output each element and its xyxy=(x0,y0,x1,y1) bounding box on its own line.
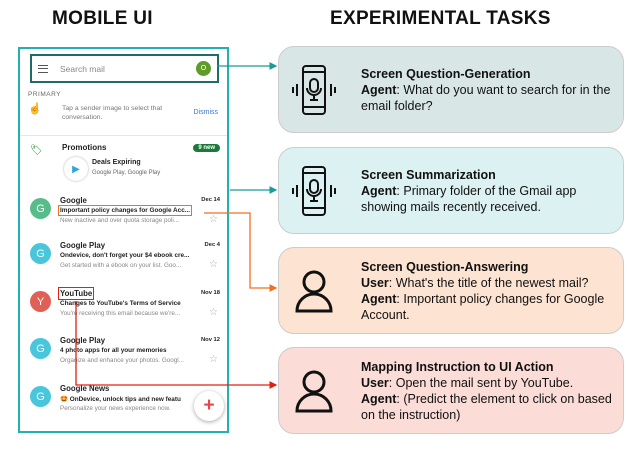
role-label: User xyxy=(361,375,389,390)
star-icon[interactable]: ☆ xyxy=(209,214,218,225)
mail-subject: 4 photo apps for all your memories xyxy=(60,347,167,354)
role-label: Agent xyxy=(361,291,397,306)
mail-snippet: You're receiving this email because we'r… xyxy=(60,310,181,317)
arrow-youtube-to-action xyxy=(75,301,278,389)
sender-avatar[interactable]: G xyxy=(30,338,51,359)
task-title: Screen Question-Generation xyxy=(361,66,531,81)
search-bar[interactable]: Search mail O xyxy=(30,54,219,83)
mail-row[interactable]: Y YouTube Nov 18 Changes to YouTube's Te… xyxy=(28,287,220,329)
task-text: : What's the title of the newest mail? xyxy=(388,275,589,290)
experimental-tasks-heading: EXPERIMENTAL TASKS xyxy=(330,8,551,29)
promotions-row[interactable]: 🏷︎ Promotions 9 new ▶ Deals Expiring Goo… xyxy=(28,143,220,187)
arrow-subject-to-qa xyxy=(204,212,278,292)
phone-mic-icon xyxy=(279,64,349,116)
phone-screen: Search mail O PRIMARY ☝ Tap a sender ima… xyxy=(18,47,229,433)
role-label: User xyxy=(361,275,389,290)
sender-name: Google News xyxy=(60,384,110,393)
role-label: Agent xyxy=(361,183,397,198)
task-title: Screen Question-Answering xyxy=(361,259,529,274)
star-icon[interactable]: ☆ xyxy=(209,307,218,318)
search-input[interactable]: Search mail xyxy=(60,63,105,74)
mail-row[interactable]: G Google Play Nov 12 4 photo apps for al… xyxy=(28,336,220,376)
deal-title: Deals Expiring xyxy=(92,159,141,166)
sender-avatar[interactable]: G xyxy=(30,243,51,264)
tip-banner: ☝ Tap a sender image to select that conv… xyxy=(28,103,219,122)
mail-date: Dec 4 xyxy=(204,242,220,248)
promotions-title: Promotions xyxy=(62,143,107,152)
task-text: : Primary folder of the Gmail app showin… xyxy=(361,183,577,214)
account-avatar[interactable]: O xyxy=(196,61,211,76)
mail-date: Nov 12 xyxy=(200,337,220,343)
task-title: Mapping Instruction to UI Action xyxy=(361,359,554,374)
task-text: : Open the mail sent by YouTube. xyxy=(388,375,574,390)
phone-mic-icon xyxy=(279,165,349,217)
mail-subject: 🤩 OnDevice, unlock tips and new featu xyxy=(60,396,181,403)
mail-subject: Important policy changes for Google Acc.… xyxy=(57,205,193,216)
mail-snippet: Organize and enhance your photos. Googl.… xyxy=(60,357,184,364)
sender-name: Google Play xyxy=(60,336,106,345)
mail-snippet: Personalize your news experience now. xyxy=(60,405,171,412)
sender-avatar[interactable]: G xyxy=(30,198,51,219)
role-label: Agent xyxy=(361,82,397,97)
star-icon[interactable]: ☆ xyxy=(209,259,218,270)
tag-icon: 🏷︎ xyxy=(30,145,43,156)
mail-date: Dec 14 xyxy=(201,197,220,203)
star-icon[interactable]: ☆ xyxy=(209,354,218,365)
role-label: Agent xyxy=(361,391,397,406)
tip-text: Tap a sender image to select that conver… xyxy=(62,105,163,121)
mail-row[interactable]: G Google News 🤩 OnDevice, unlock tips an… xyxy=(28,384,220,424)
task-text: : (Predict the element to click on based… xyxy=(361,391,612,422)
mobile-ui-heading: MOBILE UI xyxy=(52,8,153,29)
task-text: : Important policy changes for Google Ac… xyxy=(361,291,605,322)
mail-date: Nov 18 xyxy=(200,290,220,296)
sender-avatar[interactable]: Y xyxy=(30,291,51,312)
sender-name: Google Play xyxy=(60,241,106,250)
divider xyxy=(20,135,227,136)
dismiss-button[interactable]: Dismiss xyxy=(193,109,219,116)
mail-snippet: Get started with a ebook on your list. G… xyxy=(60,262,182,269)
sender-avatar[interactable]: G xyxy=(30,386,51,407)
section-label: PRIMARY xyxy=(28,91,61,98)
person-icon xyxy=(279,265,349,317)
mail-snippet: New inactive and over quota storage poli… xyxy=(60,217,180,224)
sender-name: YouTube xyxy=(57,287,95,300)
mail-row[interactable]: G Google Dec 14 Important policy changes… xyxy=(28,196,220,236)
deal-sub: Google Play, Google Play xyxy=(92,170,161,176)
mail-row[interactable]: G Google Play Dec 4 Ondevice, don't forg… xyxy=(28,241,220,281)
new-badge: 9 new xyxy=(193,144,220,152)
task-text: : What do you want to search for in the … xyxy=(361,82,611,113)
compose-button[interactable]: + xyxy=(194,391,224,421)
touch-icon: ☝ xyxy=(28,103,42,115)
play-store-icon: ▶ xyxy=(64,157,88,181)
menu-icon[interactable] xyxy=(38,64,48,73)
sender-name: Google xyxy=(60,196,87,205)
mail-subject: Ondevice, don't forget your $4 ebook cre… xyxy=(60,252,190,259)
task-title: Screen Summarization xyxy=(361,167,496,182)
person-icon xyxy=(279,365,349,417)
mail-subject: Changes to YouTube's Terms of Service xyxy=(60,300,181,307)
